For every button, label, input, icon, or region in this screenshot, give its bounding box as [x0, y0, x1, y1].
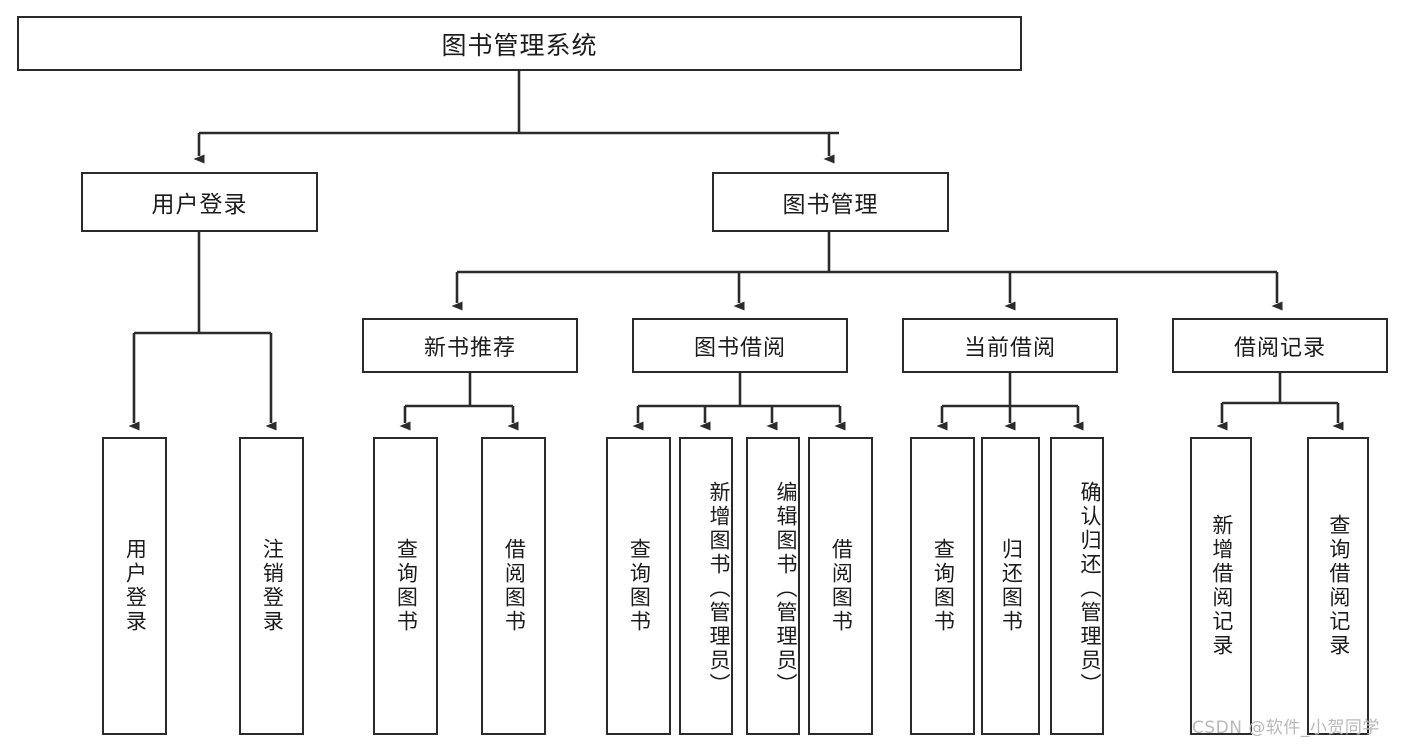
node-leaf-edit-book-admin-label: 编辑图书（管理员）: [774, 481, 798, 697]
node-leaf-add-book-admin[interactable]: 新增图书（管理员）: [679, 437, 733, 735]
node-borrow-record-label: 借阅记录: [1233, 335, 1326, 361]
node-leaf-return-book[interactable]: 归还图书: [981, 437, 1040, 735]
node-leaf-return-book-label: 归还图书: [999, 538, 1024, 634]
node-leaf-query-book-borrow-label: 查询图书: [627, 538, 652, 634]
node-leaf-lend-book-label: 借阅图书: [829, 538, 854, 634]
node-leaf-query-book-borrow[interactable]: 查询图书: [606, 437, 671, 735]
node-user-login[interactable]: 用户登录: [81, 172, 318, 232]
node-leaf-user-login-label: 用户登录: [123, 538, 148, 634]
node-leaf-add-borrow-record[interactable]: 新增借阅记录: [1190, 437, 1252, 735]
csdn-watermark: CSDN @软件_小贺同学: [1192, 718, 1380, 738]
node-leaf-query-borrow-record[interactable]: 查询借阅记录: [1307, 437, 1369, 735]
node-current-borrow[interactable]: 当前借阅: [902, 318, 1118, 373]
node-leaf-user-login[interactable]: 用户登录: [102, 437, 167, 735]
node-leaf-query-book-recommend-label: 查询图书: [394, 538, 419, 634]
node-borrow-record[interactable]: 借阅记录: [1172, 318, 1388, 373]
node-leaf-add-book-admin-label: 新增图书（管理员）: [707, 481, 731, 697]
node-leaf-logout-label: 注销登录: [260, 538, 285, 634]
node-leaf-query-borrow-record-label: 查询借阅记录: [1326, 514, 1351, 658]
node-current-borrow-label: 当前借阅: [963, 335, 1056, 361]
node-leaf-lend-book[interactable]: 借阅图书: [808, 437, 873, 735]
node-root-system[interactable]: 图书管理系统: [17, 16, 1022, 71]
node-leaf-borrow-book-recommend[interactable]: 借阅图书: [481, 437, 546, 735]
node-new-book-recommend[interactable]: 新书推荐: [362, 318, 578, 373]
node-leaf-query-book-recommend[interactable]: 查询图书: [373, 437, 438, 735]
node-leaf-confirm-return-admin-label: 确认归还（管理员）: [1078, 481, 1102, 697]
node-new-book-recommend-label: 新书推荐: [423, 335, 516, 361]
node-leaf-borrow-book-recommend-label: 借阅图书: [502, 538, 527, 634]
node-user-login-label: 用户登录: [151, 192, 248, 218]
node-book-borrow[interactable]: 图书借阅: [632, 318, 848, 373]
node-leaf-edit-book-admin[interactable]: 编辑图书（管理员）: [746, 437, 800, 735]
node-book-borrow-label: 图书借阅: [693, 335, 786, 361]
node-book-management[interactable]: 图书管理: [712, 172, 949, 232]
node-leaf-confirm-return-admin[interactable]: 确认归还（管理员）: [1050, 437, 1104, 735]
node-leaf-add-borrow-record-label: 新增借阅记录: [1209, 514, 1234, 658]
node-leaf-query-book-current[interactable]: 查询图书: [910, 437, 975, 735]
node-root-system-label: 图书管理系统: [441, 30, 598, 60]
node-leaf-query-book-current-label: 查询图书: [931, 538, 956, 634]
node-book-management-label: 图书管理: [782, 192, 879, 218]
node-leaf-logout[interactable]: 注销登录: [239, 437, 304, 735]
